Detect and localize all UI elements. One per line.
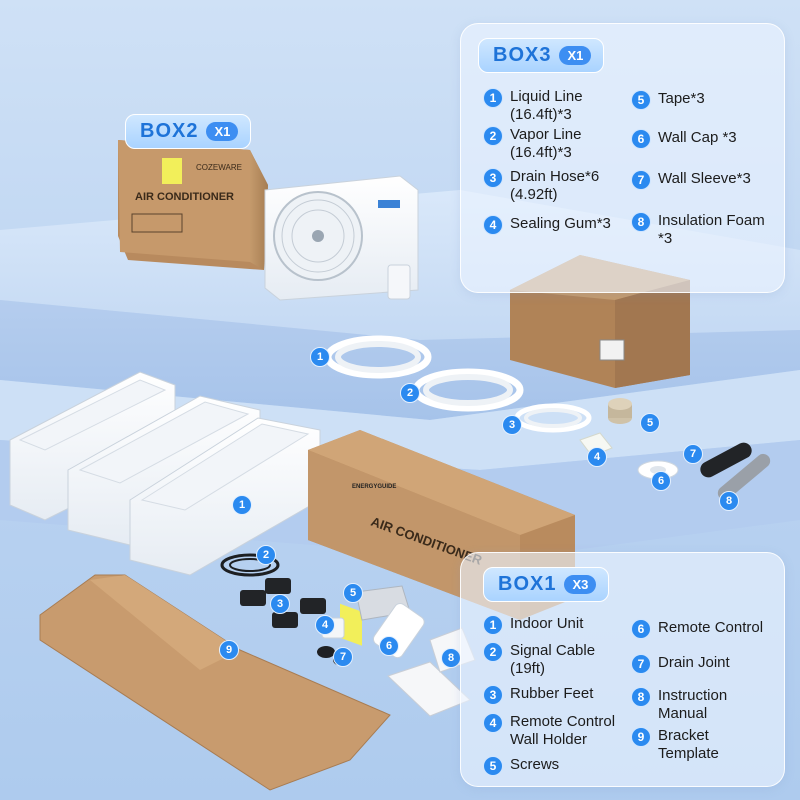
item-number: 3 xyxy=(483,168,503,188)
item-label: Remote Control xyxy=(658,619,764,636)
insulation-foam xyxy=(717,453,771,501)
item-label: Liquid Line (16.4ft)*3 xyxy=(510,88,583,123)
marker-box3-7: 7 xyxy=(683,444,703,464)
instruction-manual xyxy=(387,661,471,717)
item-number: 3 xyxy=(483,685,503,705)
item-number: 1 xyxy=(483,615,503,635)
marker-box1-8: 8 xyxy=(441,648,461,668)
item-number: 9 xyxy=(631,727,651,747)
item-label: Sealing Gum*3 xyxy=(510,215,611,232)
item-label: Drain Joint xyxy=(658,654,730,671)
item-label: Bracket Template xyxy=(658,727,719,762)
box1-item-5: 5 Screws xyxy=(483,756,623,776)
item-number: 2 xyxy=(483,642,503,662)
box3-item-5: 5 Tape*3 xyxy=(631,90,781,110)
marker-box3-6: 6 xyxy=(651,471,671,491)
marker-box3-5: 5 xyxy=(640,413,660,433)
svg-text:AIR CONDITIONER: AIR CONDITIONER xyxy=(135,191,234,203)
signal-cable xyxy=(220,553,280,577)
box1-item-6: 6 Remote Control xyxy=(631,619,783,639)
box1-title-badge: BOX1 X3 xyxy=(483,567,610,602)
item-label: Drain Hose*6 (4.92ft) xyxy=(510,168,600,203)
item-number: 6 xyxy=(631,129,651,149)
item-label: Screws xyxy=(510,756,560,773)
item-label: Indoor Unit xyxy=(510,615,584,632)
box1-item-8: 8 Instruction Manual xyxy=(631,687,741,723)
box1-item-2: 2 Signal Cable (19ft) xyxy=(483,642,623,678)
box3-title-badge: BOX3 X1 xyxy=(478,38,605,73)
marker-box1-3: 3 xyxy=(270,594,290,614)
box1-multiplier: X3 xyxy=(564,575,597,594)
box3-item-3: 3 Drain Hose*6 (4.92ft) xyxy=(483,168,633,204)
marker-box3-4: 4 xyxy=(587,447,607,467)
indoor-units xyxy=(9,371,321,576)
box1-contents-panel: BOX1 X3 1 Indoor Unit 2 Signal Cable (19… xyxy=(460,552,785,787)
outdoor-unit xyxy=(264,175,419,301)
box3-item-4: 4 Sealing Gum*3 xyxy=(483,215,633,235)
box3-item-8: 8 Insulation Foam *3 xyxy=(631,212,781,248)
marker-box3-2: 2 xyxy=(400,383,420,403)
marker-box3-3: 3 xyxy=(502,415,522,435)
rubber-feet xyxy=(240,578,326,628)
item-number: 2 xyxy=(483,126,503,146)
box3-contents-panel: BOX3 X1 1 Liquid Line (16.4ft)*3 2 Vapor… xyxy=(460,23,785,293)
item-label: Rubber Feet xyxy=(510,685,594,702)
upper-shelf-front xyxy=(0,300,800,420)
box2-cardboard-box: AIR CONDITIONER COZEWARE xyxy=(118,140,268,270)
box3-item-6: 6 Wall Cap *3 xyxy=(631,129,781,149)
marker-box1-1: 1 xyxy=(232,495,252,515)
item-number: 1 xyxy=(483,88,503,108)
item-number: 8 xyxy=(631,687,651,707)
item-label: Signal Cable (19ft) xyxy=(510,642,596,677)
box3-multiplier: X1 xyxy=(559,46,592,65)
bracket-template xyxy=(39,574,391,791)
item-label: Wall Sleeve*3 xyxy=(658,170,751,187)
item-number: 8 xyxy=(631,212,651,232)
marker-box1-9: 9 xyxy=(219,640,239,660)
marker-box3-1: 1 xyxy=(310,347,330,367)
box3-item-7: 7 Wall Sleeve*3 xyxy=(631,170,781,190)
box1-title: BOX1 xyxy=(498,573,557,595)
item-number: 4 xyxy=(483,713,503,733)
item-number: 4 xyxy=(483,215,503,235)
item-label: Wall Cap *3 xyxy=(658,129,737,146)
box2-title: BOX2 xyxy=(140,120,199,142)
item-number: 5 xyxy=(483,756,503,776)
item-label: Vapor Line (16.4ft)*3 xyxy=(510,126,582,161)
marker-box1-6: 6 xyxy=(379,636,399,656)
marker-box3-8: 8 xyxy=(719,491,739,511)
item-number: 7 xyxy=(631,654,651,674)
box3-item-2: 2 Vapor Line (16.4ft)*3 xyxy=(483,126,633,162)
box1-item-9: 9 Bracket Template xyxy=(631,727,741,763)
box1-item-7: 7 Drain Joint xyxy=(631,654,783,674)
svg-text:ENERGYGUIDE: ENERGYGUIDE xyxy=(352,484,396,490)
marker-box1-7: 7 xyxy=(333,647,353,667)
box1-item-1: 1 Indoor Unit xyxy=(483,615,623,635)
wall-sleeve xyxy=(700,442,752,478)
item-label: Insulation Foam *3 xyxy=(658,212,765,247)
item-number: 6 xyxy=(631,619,651,639)
box1-item-4: 4 Remote Control Wall Holder xyxy=(483,713,628,749)
marker-box1-2: 2 xyxy=(256,545,276,565)
box2-title-badge: BOX2 X1 xyxy=(125,114,252,149)
box3-item-1: 1 Liquid Line (16.4ft)*3 xyxy=(483,88,633,124)
marker-box1-5: 5 xyxy=(343,583,363,603)
item-number: 7 xyxy=(631,170,651,190)
svg-text:COZEWARE: COZEWARE xyxy=(196,163,242,172)
box1-item-3: 3 Rubber Feet xyxy=(483,685,623,705)
box3-title: BOX3 xyxy=(493,44,552,66)
item-number: 5 xyxy=(631,90,651,110)
item-label: Tape*3 xyxy=(658,90,705,107)
item-label: Instruction Manual xyxy=(658,687,728,722)
marker-box1-4: 4 xyxy=(315,615,335,635)
box2-multiplier: X1 xyxy=(206,122,239,141)
item-label: Remote Control Wall Holder xyxy=(510,713,616,748)
